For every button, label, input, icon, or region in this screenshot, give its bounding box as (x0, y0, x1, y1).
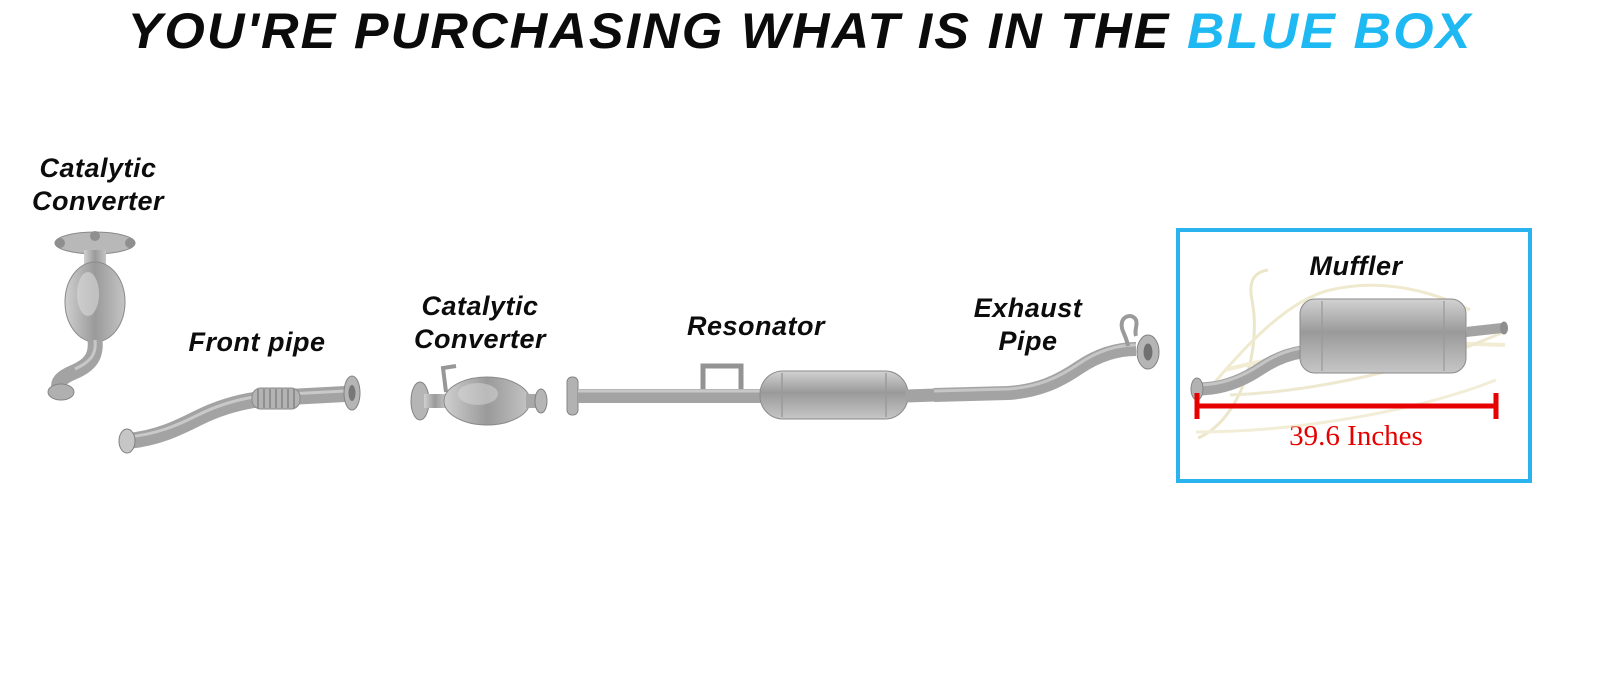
label-line: Catalytic (421, 291, 539, 321)
catalytic-converter-2-image (410, 364, 548, 426)
label-line: Front pipe (188, 327, 326, 357)
label-line: Pipe (998, 325, 1058, 356)
label-catalytic-converter-1: Catalytic Converter (0, 152, 196, 218)
page-title: YOU'RE PURCHASING WHAT IS IN THE BLUE BO… (0, 2, 1600, 60)
title-prefix: YOU'RE PURCHASING WHAT IS IN THE (127, 3, 1188, 59)
label-muffler: Muffler (1256, 250, 1456, 283)
blue-box-outline (1176, 228, 1532, 483)
label-line: Resonator (686, 311, 826, 341)
label-line: Converter (31, 185, 165, 216)
catalytic-converter-1-image (47, 231, 136, 401)
label-line: Exhaust (973, 293, 1083, 323)
label-line: Catalytic (39, 153, 157, 183)
label-exhaust-pipe: Exhaust Pipe (925, 292, 1131, 358)
front-pipe-image (118, 375, 361, 454)
label-front-pipe: Front pipe (152, 326, 362, 359)
title-highlight: BLUE BOX (1187, 3, 1473, 59)
label-line: Converter (413, 323, 547, 354)
resonator-image (566, 363, 937, 420)
label-resonator: Resonator (650, 310, 862, 343)
label-catalytic-converter-2: Catalytic Converter (375, 290, 585, 356)
label-line: Muffler (1309, 251, 1403, 281)
measurement-label: 39.6 Inches (1289, 420, 1423, 452)
